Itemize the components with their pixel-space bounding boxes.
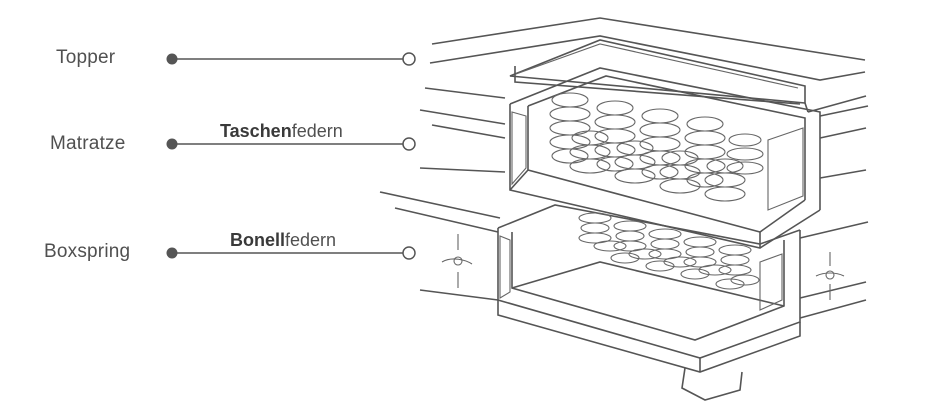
spring-type-rest: federn: [291, 121, 343, 141]
mattress-illustration: [419, 67, 869, 249]
boxspring-illustration: [379, 191, 869, 401]
topper-illustration: [424, 17, 867, 113]
label-boxspring: Boxspring: [44, 241, 131, 262]
spring-type-bold: Taschen: [220, 121, 292, 141]
leader-boxspring: [166, 246, 416, 260]
leader-matratze: [166, 137, 416, 151]
spring-type-bold: Bonell: [230, 230, 286, 250]
label-topper: Topper: [56, 47, 116, 68]
label-matratze: Matratze: [50, 133, 126, 154]
leader-topper: [166, 52, 416, 66]
label-taschenfedern: Taschenfedern: [220, 121, 343, 142]
spring-type-rest: federn: [285, 230, 337, 250]
label-bonellfedern: Bonellfedern: [230, 230, 336, 251]
